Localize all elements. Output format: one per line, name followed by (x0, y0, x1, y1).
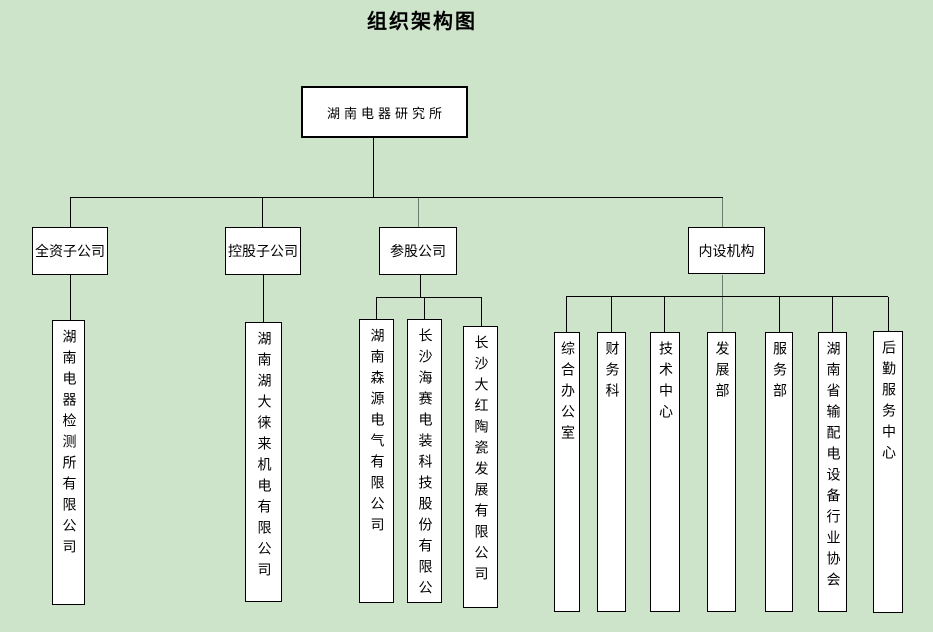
leaf-general-office: 综合办公室 (554, 332, 580, 612)
node-wholly-owned-subsidiary: 全资子公司 (32, 227, 108, 275)
connector-drop-equity (418, 198, 419, 227)
connector-stub-dahong (481, 298, 482, 326)
connector-level2-rail (70, 197, 723, 198)
connector-stub-general-office (566, 297, 567, 332)
leaf-hunan-electric-testing-co: 湖南电器检测所有限公司 (52, 320, 85, 605)
connector-internal-rail (566, 296, 888, 297)
leaf-hunan-power-equipment-assoc: 湖南省输配电设备行业协会 (818, 332, 847, 612)
connector-stub-assoc (832, 297, 833, 332)
leaf-label: 湖南森源电气有限公司 (368, 328, 385, 538)
connector-stub-service-dept (779, 297, 780, 332)
connector-root-drop (373, 138, 374, 197)
connector-equity-stem (420, 275, 421, 297)
node-internal-org: 内设机构 (688, 227, 765, 274)
leaf-label: 技术中心 (657, 341, 673, 425)
leaf-logistics-service-center: 后勤服务中心 (873, 331, 903, 613)
node-equity-company: 参股公司 (379, 227, 457, 275)
chart-title: 组织架构图 (367, 9, 477, 33)
connector-stub-tech-center (664, 297, 665, 332)
leaf-service-dept: 服务部 (765, 332, 793, 612)
leaf-label: 湖南省输配电设备行业协会 (824, 341, 841, 593)
leaf-changsha-dahong-ceramics: 长沙大红陶瓷发展有限公司 (463, 326, 498, 608)
leaf-development-dept: 发展部 (707, 332, 736, 612)
leaf-finance-dept: 财务科 (597, 332, 626, 612)
leaf-changsha-haisai-electronics: 长沙海赛电装科技股份有限公 (407, 319, 442, 603)
leaf-label: 后勤服务中心 (880, 340, 896, 466)
connector-stub-senyuan (376, 298, 377, 319)
leaf-label: 财务科 (603, 341, 620, 404)
leaf-label: 长沙海赛电装科技股份有限公 (416, 328, 433, 601)
leaf-label: 长沙大红陶瓷发展有限公司 (472, 335, 489, 587)
connector-stub-finance (611, 297, 612, 332)
connector-wholly-owned-leaf (70, 275, 71, 320)
leaf-label: 湖南湖大徕来机电有限公司 (255, 331, 272, 583)
leaf-label: 发展部 (713, 341, 730, 404)
leaf-label: 服务部 (771, 341, 787, 404)
leaf-hunan-senyuan-electric: 湖南森源电气有限公司 (359, 319, 394, 603)
connector-holding-leaf (263, 275, 264, 322)
node-holding-subsidiary: 控股子公司 (225, 227, 301, 275)
leaf-hunan-hudalailai-mechatronics: 湖南湖大徕来机电有限公司 (245, 322, 282, 602)
connector-stub-logistics (888, 297, 889, 331)
connector-equity-rail (376, 297, 482, 298)
node-root: 湖南电器研究所 (301, 86, 468, 138)
leaf-label: 综合办公室 (559, 341, 575, 446)
connector-internal-stem (722, 275, 723, 332)
connector-drop-holding (262, 198, 263, 227)
connector-stub-haisai (424, 298, 425, 319)
leaf-label: 湖南电器检测所有限公司 (60, 329, 77, 560)
leaf-tech-center: 技术中心 (650, 332, 680, 612)
connector-drop-wholly-owned (70, 198, 71, 227)
connector-drop-internal (722, 198, 723, 227)
